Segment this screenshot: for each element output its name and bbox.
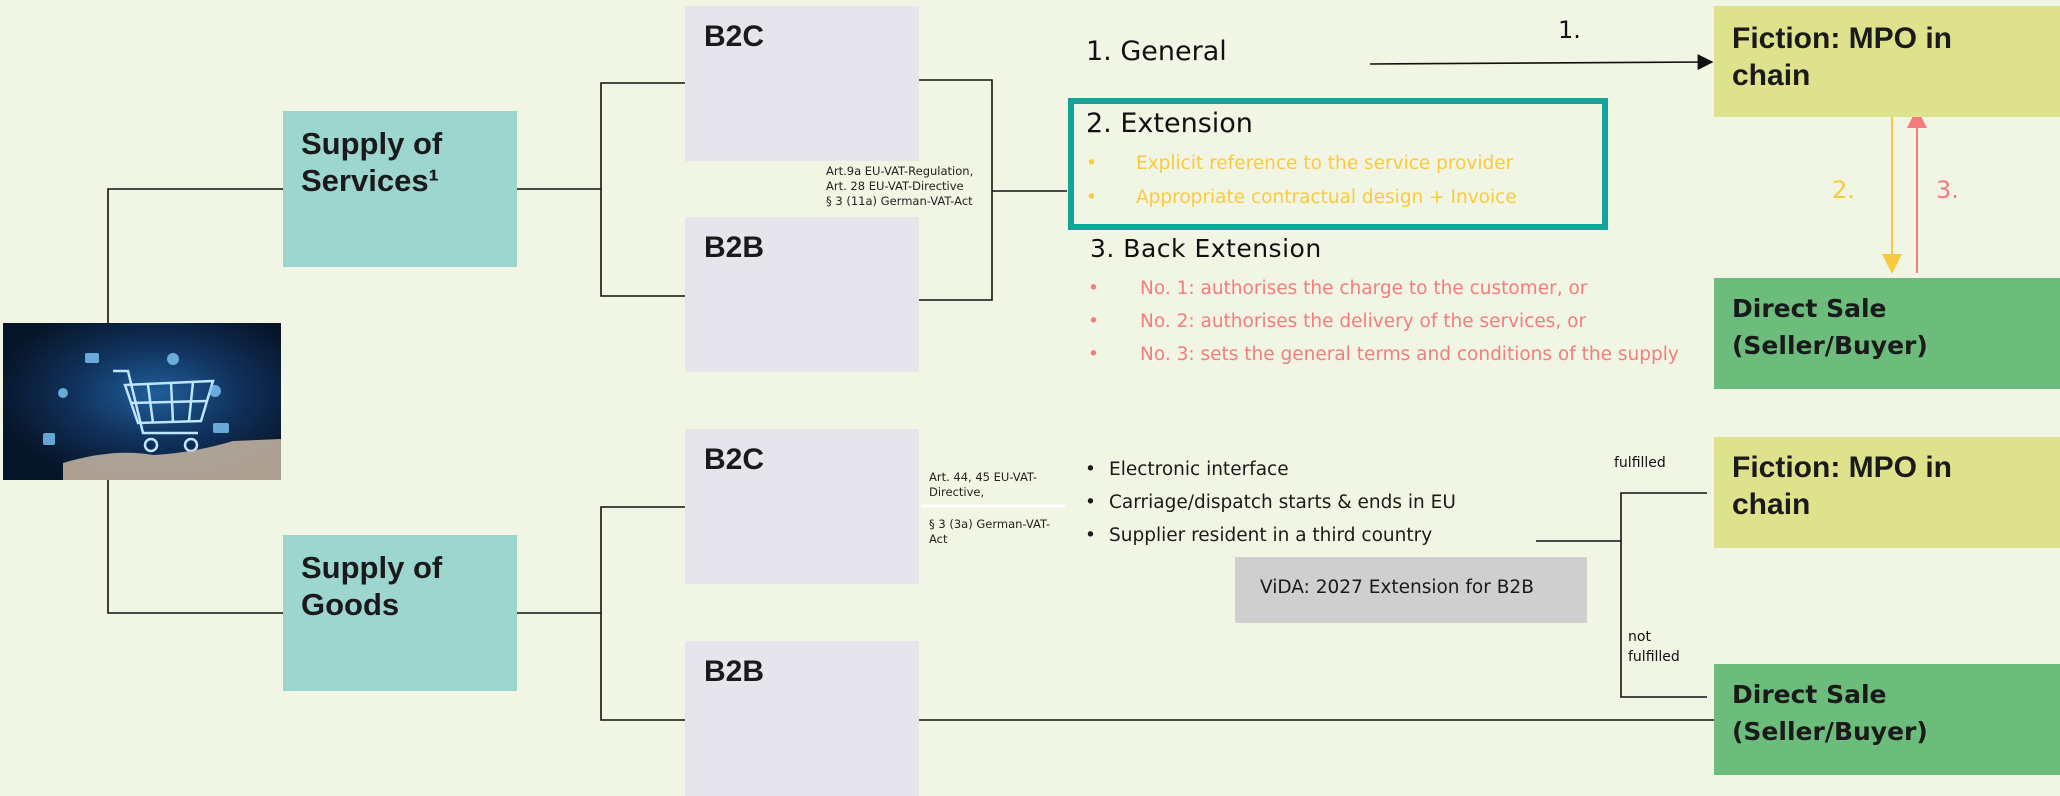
fulfilled-label: fulfilled xyxy=(1614,455,1666,471)
back-extension-item-text: No. 3: sets the general terms and condit… xyxy=(1140,344,1679,365)
back-extension-title: 3. Back Extension xyxy=(1090,234,1322,263)
legal-ref-line: Art.9a EU-VAT-Regulation, xyxy=(826,164,974,178)
legal-ref-line: Directive, xyxy=(929,485,985,499)
goods-condition-text: Electronic interface xyxy=(1109,459,1289,480)
goods-legal-reference-eu: Art. 44, 45 EU-VAT- Directive, xyxy=(929,470,1037,500)
supply-of-goods-label: Supply of Goods xyxy=(301,550,443,622)
supply-of-services-box: Supply of Services¹ xyxy=(283,111,517,267)
bullet: • xyxy=(1085,525,1096,546)
fiction-mpo-label: Fiction: MPO in chain xyxy=(1732,22,1952,92)
fiction-mpo-label: Fiction: MPO in chain xyxy=(1732,451,1952,521)
bullet: • xyxy=(1088,311,1099,332)
goods-legal-reference-de: § 3 (3a) German-VAT- Act xyxy=(929,517,1050,547)
direct-sale-box-goods: Direct Sale (Seller/Buyer) xyxy=(1714,664,2060,775)
goods-b2b-label: B2B xyxy=(704,655,765,688)
vida-label: ViDA: 2027 Extension for B2B xyxy=(1260,577,1534,598)
line-image-goods xyxy=(107,480,283,614)
direct-sale-line: (Seller/Buyer) xyxy=(1732,331,1928,360)
direct-sale-label: Direct Sale (Seller/Buyer) xyxy=(1732,290,1928,364)
direct-sale-box-services: Direct Sale (Seller/Buyer) xyxy=(1714,278,2060,389)
services-b2b-box: B2B xyxy=(685,217,919,372)
services-legal-reference: Art.9a EU-VAT-Regulation, Art. 28 EU-VAT… xyxy=(826,164,973,209)
bullet: • xyxy=(1085,459,1096,480)
legal-ref-line: Act xyxy=(929,532,948,546)
bullet: • xyxy=(1088,278,1099,299)
line-goods-bracket xyxy=(600,506,685,721)
services-b2b-label: B2B xyxy=(704,231,765,264)
legal-ref-line: Art. 44, 45 EU-VAT- xyxy=(929,470,1038,484)
goods-b2b-box: B2B xyxy=(685,641,919,796)
back-extension-item-text: No. 1: authorises the charge to the cust… xyxy=(1140,278,1588,299)
extension-highlight-box xyxy=(1068,98,1608,230)
ecommerce-image xyxy=(3,323,281,480)
extension-item-text: Explicit reference to the service provid… xyxy=(1136,153,1514,174)
legal-ref-line: § 3 (3a) German-VAT- xyxy=(929,517,1051,531)
bullet: • xyxy=(1088,344,1099,365)
line-fulfilled-bracket xyxy=(1620,492,1707,698)
arrow-label-2: 2. xyxy=(1832,176,1855,204)
not-fulfilled-line: not xyxy=(1628,629,1651,645)
direct-sale-line: Direct Sale xyxy=(1732,294,1887,323)
services-b2c-label: B2C xyxy=(704,20,765,53)
direct-sale-line: (Seller/Buyer) xyxy=(1732,717,1928,746)
goods-condition-text: Supplier resident in a third country xyxy=(1109,525,1433,546)
bullet: • xyxy=(1085,492,1096,513)
supply-of-goods-box: Supply of Goods xyxy=(283,535,517,691)
shopping-cart-icon xyxy=(43,353,281,480)
goods-b2c-label: B2C xyxy=(704,443,765,476)
legal-ref-line: Art. 28 EU-VAT-Directive xyxy=(826,179,964,193)
goods-condition-text: Carriage/dispatch starts & ends in EU xyxy=(1109,492,1456,513)
line-image-services xyxy=(107,188,283,323)
back-extension-item-text: No. 2: authorises the delivery of the se… xyxy=(1140,311,1587,332)
supply-of-services-label: Supply of Services¹ xyxy=(301,126,443,198)
arrow-label-3: 3. xyxy=(1936,176,1959,204)
not-fulfilled-label: not fulfilled xyxy=(1628,627,1680,667)
bullet: • xyxy=(1086,187,1097,208)
arrow-label-1: 1. xyxy=(1558,16,1581,44)
fiction-mpo-box-goods: Fiction: MPO in chain xyxy=(1714,437,2060,548)
legal-ref-line: § 3 (11a) German-VAT-Act xyxy=(826,194,973,208)
fiction-mpo-box-services: Fiction: MPO in chain xyxy=(1714,6,2060,117)
direct-sale-label: Direct Sale (Seller/Buyer) xyxy=(1732,676,1928,750)
extension-item-text: Appropriate contractual design + Invoice xyxy=(1136,187,1517,208)
extension-title: 2. Extension xyxy=(1086,108,1253,139)
arrow-general-to-fiction xyxy=(1369,54,1714,71)
not-fulfilled-line: fulfilled xyxy=(1628,649,1680,665)
bullet: • xyxy=(1086,153,1097,174)
line-services-bracket xyxy=(600,82,685,297)
goods-b2c-box: B2C xyxy=(685,429,919,584)
general-title: 1. General xyxy=(1086,36,1227,67)
services-b2c-box: B2C xyxy=(685,6,919,161)
vida-box: ViDA: 2027 Extension for B2B xyxy=(1235,557,1587,623)
direct-sale-line: Direct Sale xyxy=(1732,680,1887,709)
line-services-right-bracket xyxy=(919,79,993,301)
